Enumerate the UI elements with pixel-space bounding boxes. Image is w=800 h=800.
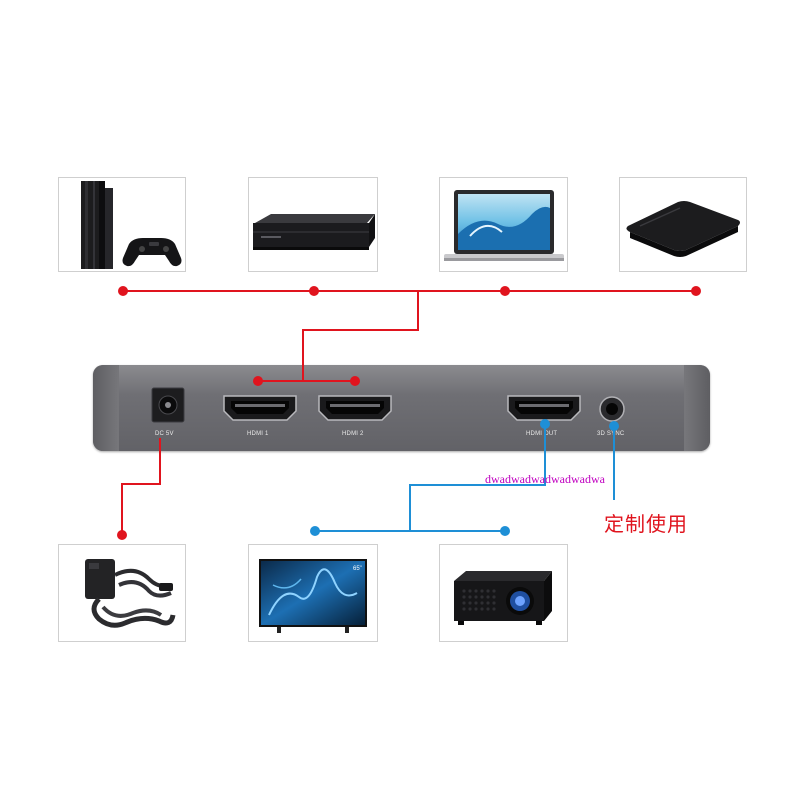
device-right-edge: [684, 365, 710, 451]
laptop-icon: [444, 190, 564, 261]
hdmi-switch-device: DC 5V HDMI 1 HDMI 2 HDMI OUT 3D SYNC: [93, 365, 710, 451]
input-node-dvd-player: [309, 286, 319, 296]
output-card-television: 65": [248, 544, 378, 642]
port-label-dc: DC 5V: [155, 431, 174, 437]
hdmi-port-1-icon: [223, 395, 297, 421]
input-node-game-console: [118, 286, 128, 296]
power-adapter-icon: [85, 559, 176, 628]
device-left-edge: [93, 365, 119, 451]
sync-jack-icon: [599, 396, 625, 422]
port-label-sync: 3D SYNC: [597, 431, 625, 437]
output-card-power-adapter: [58, 544, 186, 642]
hdmi2-node: [350, 376, 360, 386]
port-label-hdmi1: HDMI 1: [247, 431, 269, 437]
port-label-hdmi-out: HDMI OUT: [526, 431, 558, 437]
hdmi-out-port-icon: [507, 395, 581, 421]
hdmi1-node: [253, 376, 263, 386]
input-bus: [121, 290, 696, 535]
input-node-laptop: [500, 286, 510, 296]
power-node: [117, 530, 127, 540]
output-bus: [315, 424, 615, 532]
game-console-icon: [81, 181, 182, 269]
hdmi-out-node: [540, 419, 550, 429]
dvd-player-icon: [253, 214, 375, 250]
source-card-set-top-box: [619, 177, 747, 272]
source-card-dvd-player: [248, 177, 378, 272]
projector-icon: [454, 571, 552, 625]
input-node-set-top-box: [691, 286, 701, 296]
set-top-box-icon: [626, 201, 740, 257]
tv-size-badge: 65": [353, 566, 362, 572]
source-card-game-console: [58, 177, 186, 272]
hdmi-port-2-icon: [318, 395, 392, 421]
sync-node: [609, 421, 619, 431]
output-node-television: [310, 526, 320, 536]
watermark-text: dwadwadwadwadwadwa: [485, 472, 605, 486]
television-icon: 65": [259, 559, 367, 633]
output-card-projector: [439, 544, 568, 642]
port-label-hdmi2: HDMI 2: [342, 431, 364, 437]
source-card-laptop: [439, 177, 568, 272]
custom-use-note: 定制使用: [604, 512, 688, 536]
dc-jack-icon: [151, 387, 185, 423]
output-node-projector: [500, 526, 510, 536]
